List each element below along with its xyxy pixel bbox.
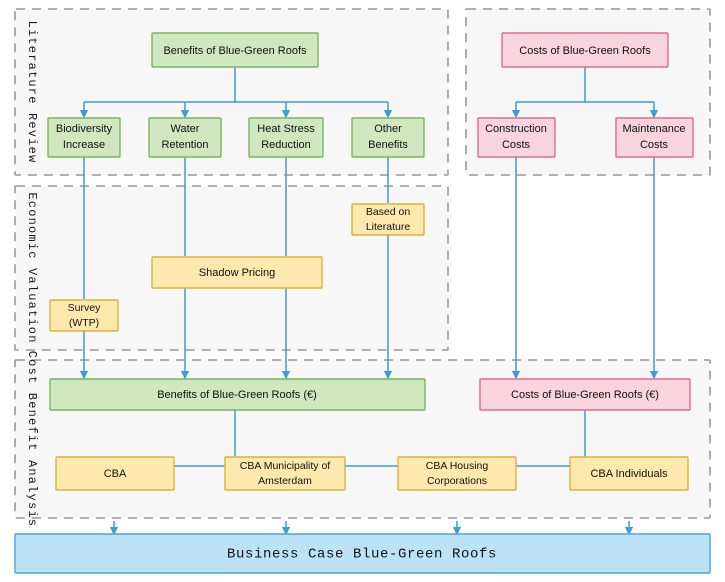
node-label-other-line1: Other (374, 123, 402, 135)
node-construction-costs[interactable]: Construction Costs (477, 117, 556, 158)
node-label-cba: CBA (104, 468, 127, 480)
node-costs-of-blue-green-roofs-euro[interactable]: Costs of Blue-Green Roofs (€) (479, 378, 691, 411)
node-maintenance-costs[interactable]: Maintenance Costs (615, 117, 694, 158)
node-label-biodiversity-line1: Biodiversity (56, 123, 113, 135)
node-label-shadow-pricing: Shadow Pricing (199, 267, 275, 279)
node-biodiversity-increase[interactable]: Biodiversity Increase (47, 117, 121, 158)
node-cba[interactable]: CBA (55, 456, 175, 491)
node-label-cba-housing-line1: CBA Housing (426, 460, 489, 472)
node-other-benefits[interactable]: Other Benefits (351, 117, 425, 158)
node-survey-wtp[interactable]: Survey (WTP) (49, 299, 119, 332)
node-label-cba-municipality-line1: CBA Municipality of (240, 460, 331, 472)
group-label-literature-review: Literature Review (25, 21, 39, 164)
node-label-cba-individuals: CBA Individuals (590, 468, 668, 480)
node-label-business-case: Business Case Blue-Green Roofs (227, 547, 497, 563)
node-label-cba-housing-line2: Corporations (427, 475, 487, 487)
node-heat-stress-reduction[interactable]: Heat Stress Reduction (248, 117, 324, 158)
node-label-cba-municipality-line2: Amsterdam (258, 475, 312, 487)
node-label-maintenance-line1: Maintenance (623, 123, 686, 135)
node-label-benefits-euro: Benefits of Blue-Green Roofs (€) (157, 389, 317, 401)
node-label-other-line2: Benefits (368, 139, 408, 151)
node-cba-housing-corporations[interactable]: CBA Housing Corporations (397, 456, 517, 491)
node-label-construction-line2: Costs (502, 139, 531, 151)
node-label-survey-line1: Survey (68, 302, 101, 314)
node-costs-of-blue-green-roofs[interactable]: Costs of Blue-Green Roofs (501, 32, 669, 68)
node-based-on-literature[interactable]: Based on Literature (351, 203, 425, 236)
group-label-economic-valuation: Economic Valuation (25, 192, 39, 343)
node-water-retention[interactable]: Water Retention (148, 117, 222, 158)
node-label-water-line2: Retention (161, 139, 208, 151)
node-label-construction-line1: Construction (485, 123, 547, 135)
node-cba-municipality-of-amsterdam[interactable]: CBA Municipality of Amsterdam (224, 456, 346, 491)
node-label-survey-line2: (WTP) (69, 317, 99, 329)
node-label-based-on-line1: Based on (366, 206, 411, 218)
node-label-based-on-line2: Literature (366, 221, 411, 233)
node-benefits-of-blue-green-roofs-euro[interactable]: Benefits of Blue-Green Roofs (€) (49, 378, 426, 411)
node-cba-individuals[interactable]: CBA Individuals (569, 456, 689, 491)
node-label-water-line1: Water (171, 123, 200, 135)
node-shadow-pricing[interactable]: Shadow Pricing (151, 256, 323, 289)
node-label-biodiversity-line2: Increase (63, 139, 105, 151)
group-label-cost-benefit-analysis: Cost Benefit Analysis (25, 351, 39, 527)
node-business-case-blue-green-roofs[interactable]: Business Case Blue-Green Roofs (14, 533, 711, 574)
node-label-maintenance-line2: Costs (640, 139, 669, 151)
node-benefits-of-blue-green-roofs[interactable]: Benefits of Blue-Green Roofs (151, 32, 319, 68)
node-label-heat-line1: Heat Stress (257, 123, 315, 135)
node-label-costs-root: Costs of Blue-Green Roofs (519, 45, 651, 57)
group-literature-review (14, 8, 449, 176)
node-label-benefits-root: Benefits of Blue-Green Roofs (163, 45, 307, 57)
node-label-heat-line2: Reduction (261, 139, 311, 151)
node-label-costs-euro: Costs of Blue-Green Roofs (€) (511, 389, 659, 401)
